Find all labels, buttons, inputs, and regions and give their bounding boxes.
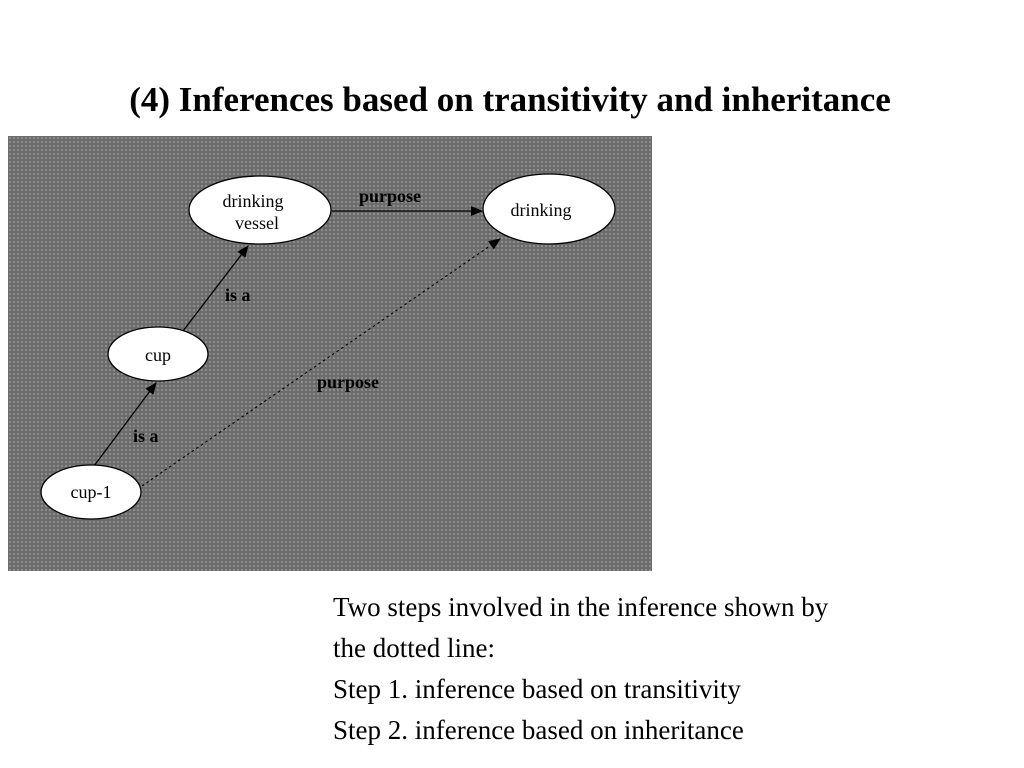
node-label-cup-1: cup-1: [71, 482, 112, 502]
isa-arrow-upper: [182, 245, 249, 332]
edge-label-purpose-top: purpose: [359, 186, 421, 206]
node-label-cup: cup: [145, 345, 171, 365]
node-ellipse: [188, 175, 332, 245]
inference-notes: Two steps involved in the inference show…: [333, 587, 1013, 751]
node-drinking: drinking: [482, 173, 616, 245]
edge-label-isa-lower: is a: [133, 426, 159, 446]
notes-line-1: Two steps involved in the inference show…: [333, 592, 829, 622]
node-label-drinking: drinking: [511, 200, 572, 220]
diagram-canvas: purpose is a is a purpose drinking vesse…: [40, 173, 616, 520]
node-drinking-vessel: drinking vessel: [188, 175, 332, 245]
edge-label-purpose-dotted: purpose: [317, 372, 379, 392]
notes-step-2: Step 2. inference based on inheritance: [333, 715, 744, 745]
node-label-drinking-vessel-line2: vessel: [235, 213, 279, 233]
edge-cup1-isa-cup: is a: [93, 382, 159, 467]
node-ellipse: [482, 173, 616, 245]
node-cup-1: cup-1: [40, 464, 142, 520]
node-ellipse: [107, 326, 209, 382]
slide-title: (4) Inferences based on transitivity and…: [129, 80, 891, 119]
notes-step-1: Step 1. inference based on transitivity: [333, 674, 741, 704]
edge-label-isa-upper: is a: [225, 285, 251, 305]
edge-cup1-purpose-drinking-inferred: purpose: [141, 238, 501, 487]
purpose-arrow-dotted: [141, 238, 501, 487]
edge-vessel-purpose-drinking: purpose: [332, 186, 483, 216]
semantic-network-diagram: purpose is a is a purpose drinking vesse…: [8, 136, 652, 571]
isa-arrow-lower: [93, 382, 157, 467]
node-ellipse: [40, 464, 142, 520]
node-label-drinking-vessel-line1: drinking: [223, 191, 284, 211]
edge-cup-isa-vessel: is a: [182, 245, 251, 332]
notes-line-2: the dotted line:: [333, 633, 495, 663]
node-cup: cup: [107, 326, 209, 382]
